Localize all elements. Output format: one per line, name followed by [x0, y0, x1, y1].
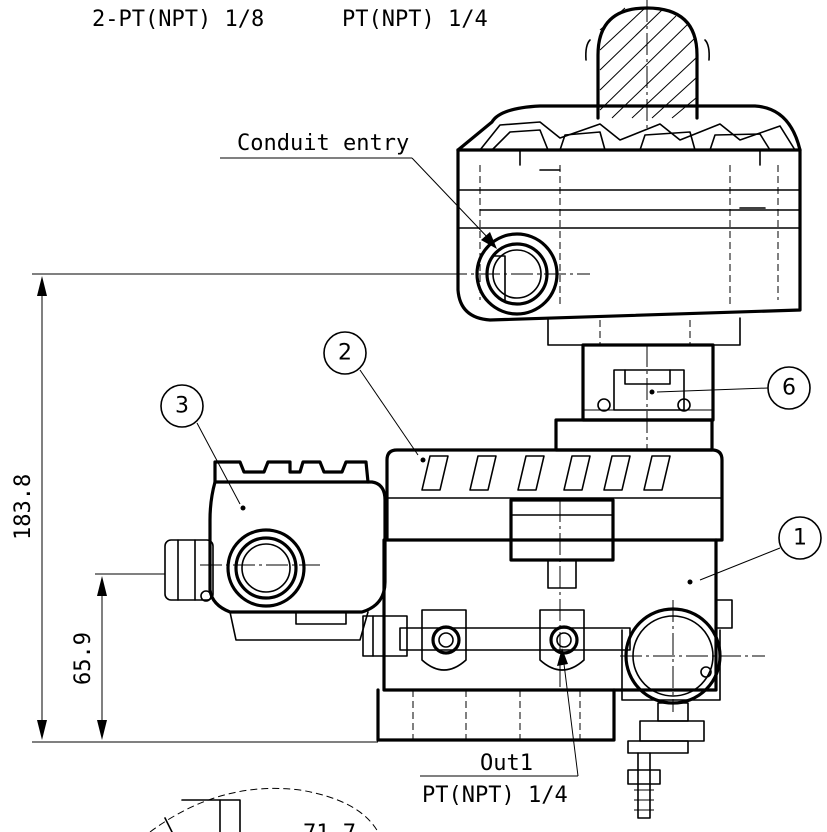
label-out1: Out1: [480, 751, 533, 776]
gauge-block: [620, 600, 765, 819]
callout-3: 3: [160, 384, 246, 511]
callout-2: 2: [323, 331, 426, 463]
svg-text:1: 1: [793, 526, 807, 551]
svg-text:3: 3: [175, 394, 189, 419]
positioner-body: [362, 448, 733, 742]
callout-1: 1: [687, 516, 822, 585]
label-top-left-thread: 2-PT(NPT) 1/8: [92, 7, 264, 32]
dim-port-height: 65.9: [71, 632, 96, 685]
label-out1-thread: PT(NPT) 1/4: [422, 783, 568, 808]
label-top-right-thread: PT(NPT) 1/4: [342, 7, 488, 32]
label-bottom-dimension: 71.7: [303, 821, 356, 832]
side-housing: [164, 460, 387, 641]
svg-text:6: 6: [782, 376, 796, 401]
svg-text:2: 2: [338, 341, 352, 366]
limit-switch-box: [456, 0, 802, 346]
dim-overall-height: 183.8: [11, 474, 36, 540]
callout-6: 6: [649, 366, 811, 410]
mounting-bracket: [554, 343, 715, 452]
bottom-partial-view: 71.7: [149, 787, 379, 832]
dimension-overall-height: 183.8: [11, 276, 47, 740]
dimension-port-height: 65.9: [71, 576, 107, 740]
label-conduit-entry: Conduit entry: [237, 131, 409, 156]
